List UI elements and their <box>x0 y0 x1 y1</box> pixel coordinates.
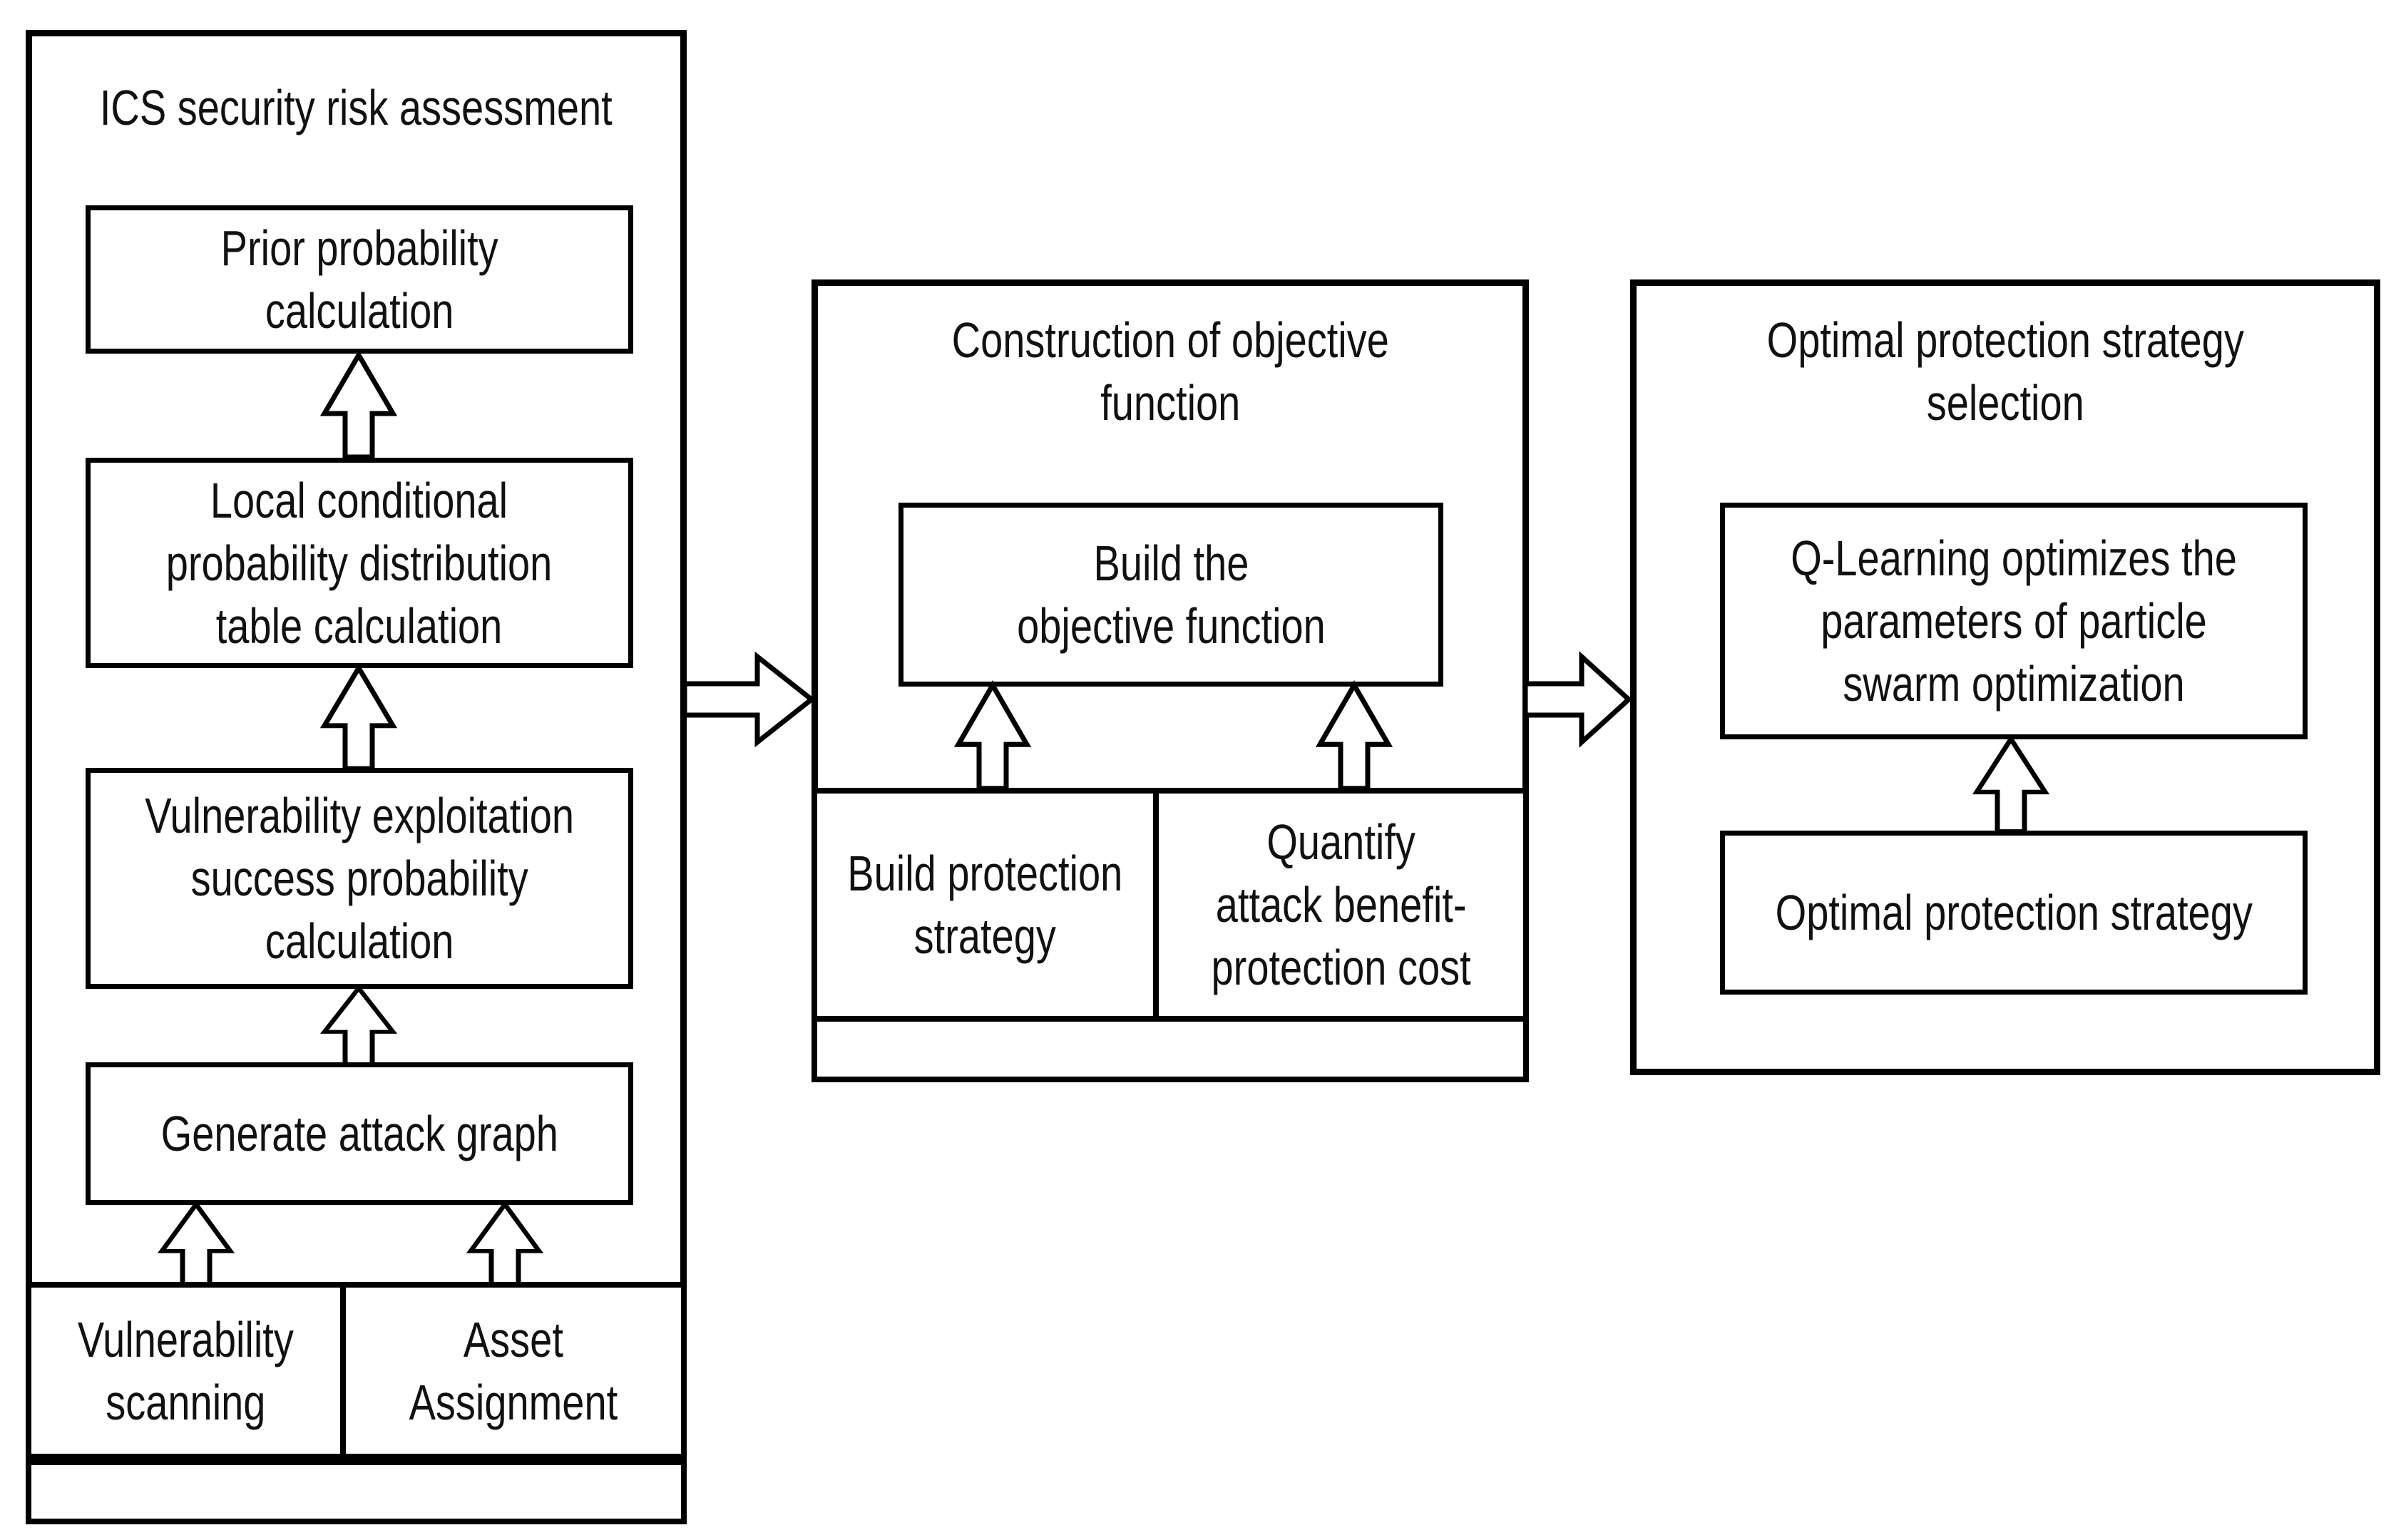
box-vulnerability-exploitation-probability-label: Vulnerability exploitation success proba… <box>145 788 574 969</box>
arrow-up-icon <box>157 1200 235 1288</box>
arrow-up-icon <box>319 984 398 1067</box>
arrow-up-icon <box>319 663 398 771</box>
middle-input-row: Build protection strategy Quantify attac… <box>812 788 1529 1022</box>
arrow-right-icon <box>682 651 816 748</box>
box-qlearning-optimizes-pso-label: Q-Learning optimizes the parameters of p… <box>1791 530 2237 712</box>
cell-build-protection-strategy: Build protection strategy <box>817 794 1159 1016</box>
box-optimal-protection-strategy-label: Optimal protection strategy <box>1775 885 2253 940</box>
arrow-up-icon <box>466 1200 544 1288</box>
box-generate-attack-graph: Generate attack graph <box>86 1062 633 1205</box>
cell-quantify-attack-benefit-protection-cost: Quantify attack benefit- protection cost <box>1159 794 1523 1016</box>
arrow-up-icon <box>1972 734 2050 834</box>
arrow-up-icon <box>953 680 1032 791</box>
middle-panel-title: Construction of objective function <box>818 304 1522 439</box>
right-panel-title-text: Optimal protection strategy selection <box>1766 312 2244 431</box>
panel-ics-security-risk-assessment: ICS security risk assessment Prior proba… <box>26 30 687 1524</box>
box-local-conditional-probability-distribution: Local conditional probability distributi… <box>86 458 633 668</box>
cell-vulnerability-scanning: Vulnerability scanning <box>31 1288 346 1454</box>
panel-construction-of-objective-function: Construction of objective function Build… <box>812 279 1529 1082</box>
box-vulnerability-exploitation-probability: Vulnerability exploitation success proba… <box>86 768 633 989</box>
arrow-up-icon <box>1315 680 1393 791</box>
left-panel-title: ICS security risk assessment <box>32 65 680 150</box>
box-generate-attack-graph-label: Generate attack graph <box>160 1106 558 1161</box>
left-input-row: Vulnerability scanning Asset Assignment <box>26 1282 687 1459</box>
box-build-objective-function: Build the objective function <box>898 503 1443 687</box>
box-qlearning-optimizes-pso: Q-Learning optimizes the parameters of p… <box>1720 503 2308 739</box>
arrow-up-icon <box>319 350 398 460</box>
left-panel-title-text: ICS security risk assessment <box>100 80 613 135</box>
box-prior-probability-calculation-label: Prior probability calculation <box>220 220 498 339</box>
left-empty-strip <box>26 1459 687 1524</box>
cell-build-protection-strategy-label: Build protection strategy <box>847 846 1123 964</box>
box-build-objective-function-label: Build the objective function <box>1016 535 1326 654</box>
middle-empty-strip <box>812 1016 1529 1082</box>
panel-optimal-protection-strategy-selection: Optimal protection strategy selection Q-… <box>1630 279 2380 1075</box>
middle-panel-title-text: Construction of objective function <box>951 312 1389 431</box>
cell-asset-assignment: Asset Assignment <box>346 1288 681 1454</box>
right-panel-title: Optimal protection strategy selection <box>1637 304 2374 439</box>
arrow-right-icon <box>1522 651 1633 748</box>
box-optimal-protection-strategy: Optimal protection strategy <box>1720 831 2308 995</box>
cell-vulnerability-scanning-label: Vulnerability scanning <box>77 1311 294 1430</box>
box-prior-probability-calculation: Prior probability calculation <box>86 205 633 354</box>
box-local-conditional-probability-distribution-label: Local conditional probability distributi… <box>166 472 553 654</box>
cell-quantify-attack-benefit-protection-cost-label: Quantify attack benefit- protection cost <box>1211 814 1471 995</box>
cell-asset-assignment-label: Asset Assignment <box>409 1311 618 1430</box>
